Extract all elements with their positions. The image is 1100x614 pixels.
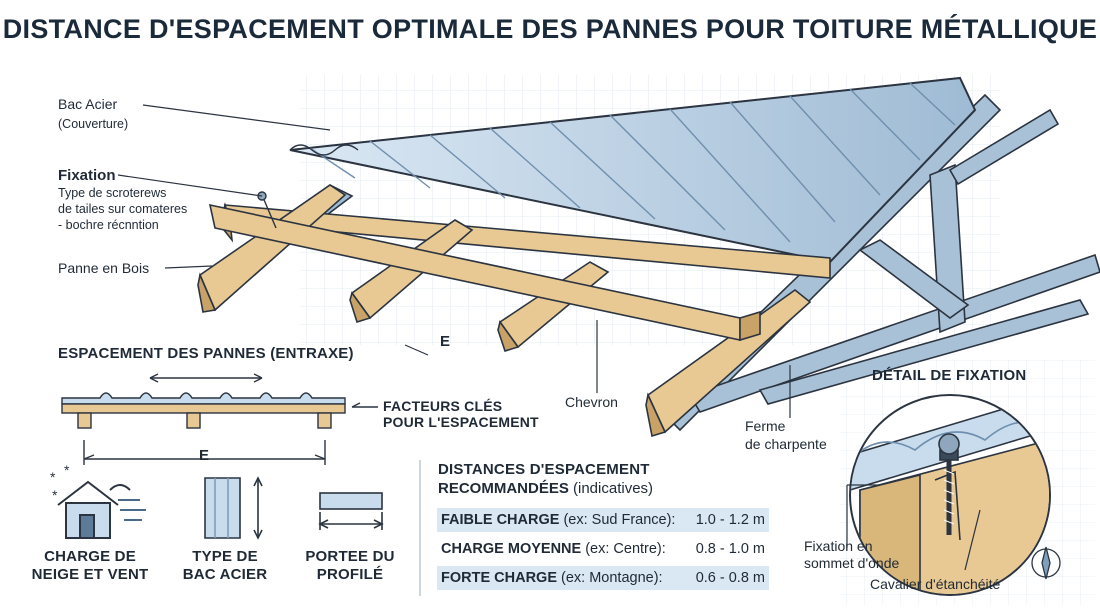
espacement-title: ESPACEMENT DES PANNES (ENTRAXE) [58, 345, 354, 362]
distance-row-faible: FAIBLE CHARGE (ex: Sud France): 1.0 - 1.… [437, 508, 769, 532]
label-fixation-desc-1: Type de scroterews [58, 186, 167, 200]
distance-row-forte: FORTE CHARGE (ex: Montagne): 0.6 - 0.8 m [437, 566, 769, 590]
profile-span-icon [318, 492, 384, 530]
svg-text:*: * [50, 469, 56, 485]
facteurs-line-2: POUR L'ESPACEMENT [383, 414, 539, 430]
distances-title: DISTANCES D'ESPACEMENT [438, 461, 650, 478]
detail-cavalier: Cavalier d'étanchéité [870, 576, 1001, 592]
steel-deck-profile-icon [204, 476, 263, 540]
compass-icon [1031, 546, 1061, 580]
house-snow-wind-icon: * * * [50, 462, 146, 539]
svg-text:*: * [52, 487, 58, 503]
espacement-diagram [61, 373, 378, 465]
detail-title: DÉTAIL DE FIXATION [872, 367, 1027, 384]
svg-text:*: * [64, 462, 70, 478]
espacement-e-label: E [199, 447, 210, 464]
label-panne-bois: Panne en Bois [58, 260, 150, 276]
label-chevron: Chevron [565, 394, 618, 410]
distance-row-moyenne: CHARGE MOYENNE (ex: Centre): 0.8 - 1.0 m [441, 541, 765, 557]
label-ferme-2: de charpente [745, 436, 827, 452]
distances-subtitle: RECOMMANDÉES (indicatives) [438, 480, 654, 497]
label-e-main: E [440, 333, 451, 350]
leader-lines [117, 104, 791, 418]
wood-purlins [197, 184, 831, 438]
detail-fixation-line-2: sommet d'onde [804, 555, 900, 571]
label-bac-acier: Bac Acier [58, 96, 118, 112]
label-ferme-1: Ferme [745, 418, 786, 434]
facteurs-line-1: FACTEURS CLÉS [383, 398, 503, 414]
label-fixation: Fixation [58, 167, 116, 184]
steel-roof-sheet [289, 76, 977, 264]
detail-fixation-line-1: Fixation en [804, 538, 873, 554]
label-couverture: (Couverture) [58, 117, 129, 131]
page-title: DISTANCE D'ESPACEMENT OPTIMALE DES PANNE… [2, 14, 1098, 44]
label-fixation-desc-2: de tailes sur comateres [58, 202, 188, 216]
label-fixation-desc-3: - bochre récnntion [58, 218, 159, 232]
